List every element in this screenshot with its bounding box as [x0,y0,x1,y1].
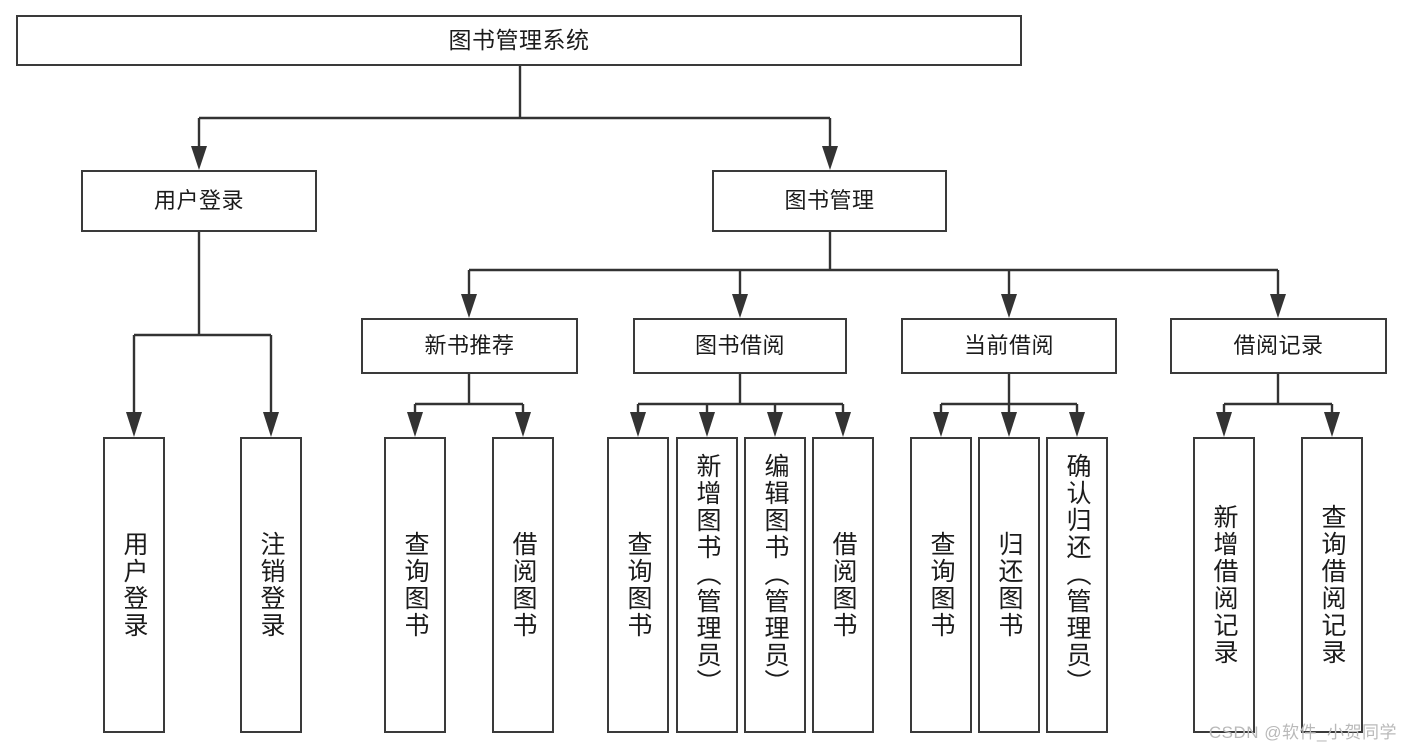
node-label: 编辑图书（管理员） [761,453,789,696]
node-label: 新增借阅记录 [1210,504,1238,666]
watermark-text: CSDN @软件_小贺同学 [1208,723,1397,742]
node-label: 查询图书 [401,531,429,639]
node-label: 新增图书（管理员） [693,453,721,696]
leaf-current-borrow-query[interactable]: 查询图书 [910,437,972,733]
node-label: 当前借阅 [963,333,1054,359]
node-current-borrow[interactable]: 当前借阅 [901,318,1117,374]
node-label: 图书管理 [784,188,875,214]
leaf-new-book-borrow[interactable]: 借阅图书 [492,437,554,733]
leaf-book-borrow-query[interactable]: 查询图书 [607,437,669,733]
leaf-borrow-record-query[interactable]: 查询借阅记录 [1301,437,1363,733]
node-label: 查询图书 [624,531,652,639]
leaf-user-login-logout[interactable]: 注销登录 [240,437,302,733]
node-book-management[interactable]: 图书管理 [712,170,947,232]
node-label: 用户登录 [120,531,148,639]
node-label: 新书推荐 [424,333,515,359]
node-label: 归还图书 [995,531,1023,639]
node-label: 借阅图书 [829,531,857,639]
node-label: 查询图书 [927,531,955,639]
node-label: 图书管理系统 [448,26,590,53]
node-label: 确认归还（管理员） [1063,453,1091,696]
node-user-login[interactable]: 用户登录 [81,170,317,232]
node-label: 查询借阅记录 [1318,504,1346,666]
node-new-book-recommend[interactable]: 新书推荐 [361,318,578,374]
leaf-book-borrow-borrow[interactable]: 借阅图书 [812,437,874,733]
node-borrow-record[interactable]: 借阅记录 [1170,318,1387,374]
leaf-book-borrow-add[interactable]: 新增图书（管理员） [676,437,738,733]
node-label: 借阅图书 [509,531,537,639]
leaf-borrow-record-add[interactable]: 新增借阅记录 [1193,437,1255,733]
leaf-current-borrow-confirm-return[interactable]: 确认归还（管理员） [1046,437,1108,733]
leaf-new-book-query[interactable]: 查询图书 [384,437,446,733]
node-label: 借阅记录 [1233,333,1324,359]
node-label: 用户登录 [153,188,244,214]
node-label: 图书借阅 [694,333,785,359]
node-root-system[interactable]: 图书管理系统 [16,15,1022,66]
leaf-book-borrow-edit[interactable]: 编辑图书（管理员） [744,437,806,733]
node-book-borrow[interactable]: 图书借阅 [633,318,847,374]
node-label: 注销登录 [257,531,285,639]
leaf-current-borrow-return[interactable]: 归还图书 [978,437,1040,733]
leaf-user-login-login[interactable]: 用户登录 [103,437,165,733]
